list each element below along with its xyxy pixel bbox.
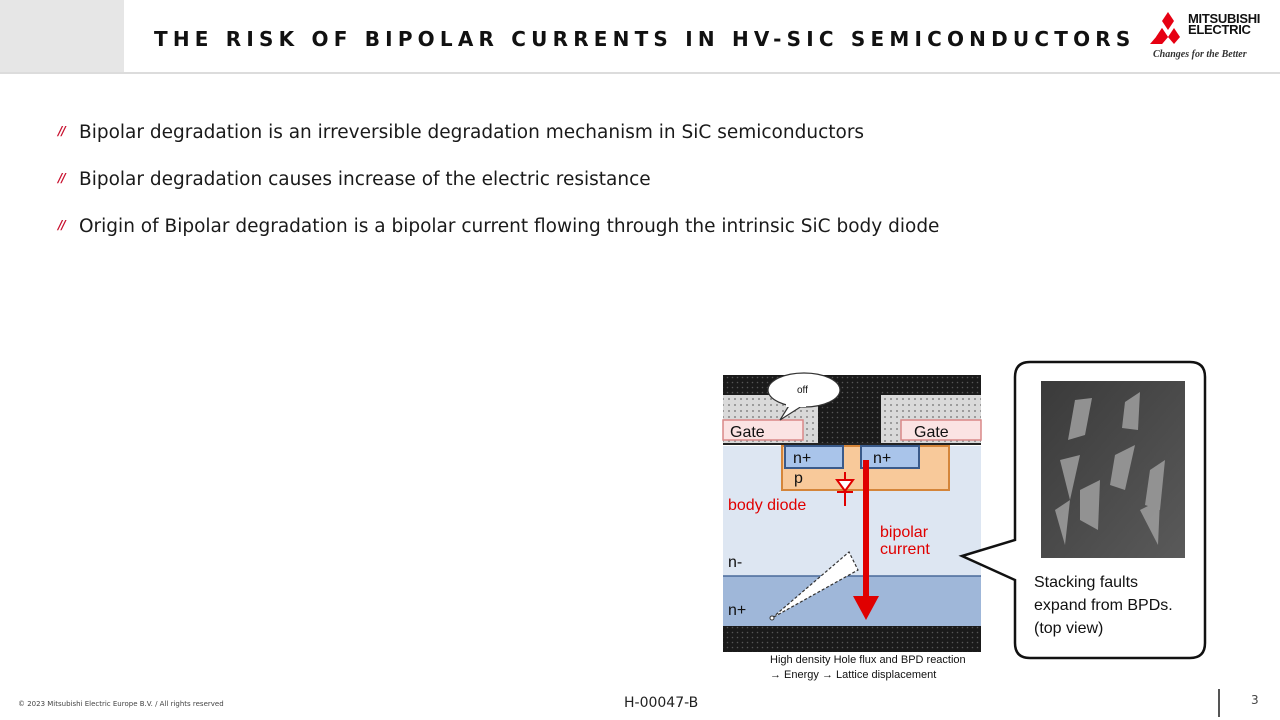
off-speech-bubble (767, 372, 841, 421)
bullet-list: // Bipolar degradation is an irreversibl… (58, 122, 1058, 263)
bipolar-label-line2: current (880, 541, 930, 558)
bullet-marker-icon: // (58, 124, 66, 138)
bullet-item: // Bipolar degradation causes increase o… (58, 169, 1058, 216)
footer-divider (1218, 689, 1220, 717)
n-plus-right-region (860, 445, 920, 469)
bullet-text: Bipolar degradation is an irreversible d… (79, 122, 865, 143)
bottom-metal-layer (723, 626, 981, 652)
bullet-item: // Bipolar degradation is an irreversibl… (58, 122, 1058, 169)
bullet-text: Bipolar degradation causes increase of t… (79, 169, 651, 190)
bullet-marker-icon: // (58, 171, 66, 185)
bipolar-arrowhead-icon (853, 596, 879, 620)
page-number: 3 (1251, 693, 1259, 707)
callout-line1: Stacking faults (1034, 574, 1138, 591)
three-diamonds-logo-icon (1150, 12, 1180, 44)
n-plus-substrate-label: n+ (728, 602, 746, 619)
callout-line2: expand from BPDs. (1034, 597, 1173, 614)
header-divider (0, 72, 1280, 74)
bullet-marker-icon: // (58, 218, 66, 232)
footer-document-code: H-00047-B (624, 695, 699, 711)
gate-left (722, 419, 804, 441)
page-title: THE RISK OF BIPOLAR CURRENTS IN HV-SIC S… (154, 27, 1136, 51)
callout-line3: (top view) (1034, 620, 1103, 637)
logo-text-line2: ELECTRIC (1188, 22, 1251, 37)
n-plus-left-region (784, 445, 844, 469)
bipolar-label-line1: bipolar (880, 524, 929, 541)
gate-right (900, 419, 982, 441)
mosfet-cross-section-figure: Gate Gate n+ n+ p body diode bipolar cur… (720, 360, 1210, 685)
mitsubishi-logo: MITSUBISHI ELECTRIC Changes for the Bett… (1150, 12, 1268, 62)
bullet-text: Origin of Bipolar degradation is a bipol… (79, 216, 940, 237)
n-minus-label: n- (728, 554, 742, 571)
footer-copyright: © 2023 Mitsubishi Electric Europe B.V. /… (18, 700, 224, 708)
diode-symbol-icon (835, 472, 855, 506)
n-plus-substrate (723, 576, 981, 626)
top-metal-layer (723, 375, 981, 395)
source-metal-center (818, 395, 881, 444)
n-plus-right-label: n+ (873, 450, 891, 467)
logo-text-line1: MITSUBISHI (1188, 11, 1261, 26)
n-plus-left-label: n+ (793, 450, 811, 467)
gate-left-label: Gate (730, 424, 765, 441)
logo-tagline: Changes for the Better (1153, 49, 1247, 60)
defect-pointer (771, 551, 859, 619)
body-diode-label: body diode (728, 497, 806, 514)
caption-line1: High density Hole flux and BPD reaction (770, 654, 966, 666)
bullet-item: // Origin of Bipolar degradation is a bi… (58, 216, 1058, 263)
off-label: off (797, 385, 808, 396)
gate-right-label: Gate (914, 424, 949, 441)
stacking-fault-shapes (1055, 392, 1165, 545)
header-gray-block (0, 0, 124, 72)
p-label: p (794, 470, 803, 487)
caption-line2: → Energy → Lattice displacement (770, 669, 936, 681)
